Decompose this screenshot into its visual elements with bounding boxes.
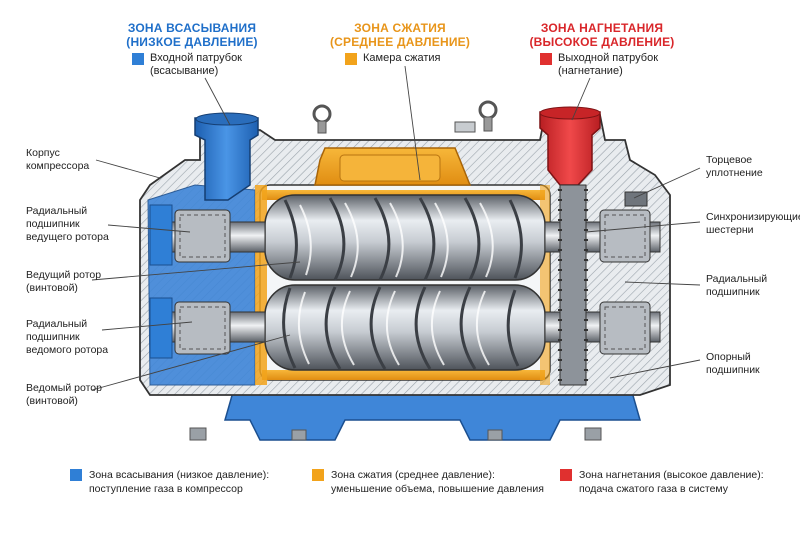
- label-bearing-driven-line3: ведомого ротора: [26, 344, 109, 356]
- lifting-eyes: [312, 100, 498, 134]
- discharge-legend: Выходной патрубок (нагнетание): [540, 52, 658, 78]
- compression-zone-title-line2: (СРЕДНЕЕ ДАВЛЕНИЕ): [329, 35, 471, 49]
- compression-zone-title-line1: ЗОНА СЖАТИЯ: [354, 21, 446, 35]
- discharge-outlet-port: [539, 106, 601, 186]
- compression-zone-title: ЗОНА СЖАТИЯ (СРЕДНЕЕ ДАВЛЕНИЕ): [320, 21, 480, 49]
- suction-zone-title-line2: (НИЗКОЕ ДАВЛЕНИЕ): [126, 35, 258, 49]
- compression-chamber: [314, 147, 472, 186]
- bottom-compression-line2: уменьшение объема, повышение давления: [331, 483, 544, 495]
- label-seal-line1: Торцевое: [706, 154, 753, 166]
- left-bearings: [149, 204, 231, 359]
- label-bearing-driven: Радиальный подшипник ведомого ротора: [26, 318, 108, 357]
- label-thrust-bearing-line2: подшипник: [706, 364, 760, 376]
- bottom-suction-swatch: [70, 469, 82, 481]
- bottom-legend-discharge: Зона нагнетания (высокое давление): пода…: [560, 468, 764, 496]
- label-housing-line1: Корпус: [26, 147, 60, 159]
- driven-rotor: [264, 284, 546, 371]
- right-bearings: [599, 191, 651, 355]
- label-radial-bearing: Радиальный подшипник: [706, 273, 767, 299]
- label-gears-line1: Синхронизирующие: [706, 211, 800, 223]
- leader-lines-top: [204, 65, 591, 181]
- drive-rotor: [264, 194, 546, 281]
- label-bearing-drive-line3: ведущего ротора: [26, 231, 109, 243]
- suction-zone-title-line1: ЗОНА ВСАСЫВАНИЯ: [127, 21, 257, 35]
- label-bearing-drive-line1: Радиальный: [26, 205, 88, 217]
- discharge-zone-title-line1: ЗОНА НАГНЕТАНИЯ: [540, 21, 664, 35]
- suction-legend-line2: (всасывание): [150, 65, 219, 77]
- discharge-swatch: [540, 53, 552, 65]
- label-thrust-bearing: Опорный подшипник: [706, 351, 760, 377]
- label-housing-line2: компрессора: [26, 160, 90, 172]
- label-drive-rotor-line1: Ведущий ротор: [26, 269, 102, 281]
- leader-lines-right: [585, 167, 701, 379]
- discharge-legend-line2: (нагнетание): [558, 65, 623, 77]
- bottom-compression-line1: Зона сжатия (среднее давление):: [331, 469, 495, 481]
- label-bearing-drive-line2: подшипник: [26, 218, 80, 230]
- leader-lines-left: [91, 159, 301, 391]
- compression-legend-line1: Камера сжатия: [363, 52, 441, 64]
- label-radial-bearing-line2: подшипник: [706, 286, 760, 298]
- suction-zone-title: ЗОНА ВСАСЫВАНИЯ (НИЗКОЕ ДАВЛЕНИЕ): [112, 21, 272, 49]
- label-thrust-bearing-line1: Опорный: [706, 351, 751, 363]
- label-drive-rotor: Ведущий ротор (винтовой): [26, 269, 101, 295]
- suction-swatch: [132, 53, 144, 65]
- label-gears: Синхронизирующие шестерни: [706, 211, 800, 237]
- synchronizing-gears: [558, 184, 588, 386]
- label-seal-line2: уплотнение: [706, 167, 763, 179]
- label-driven-rotor-line1: Ведомый ротор: [26, 382, 102, 394]
- bottom-suction-line2: поступление газа в компрессор: [89, 483, 243, 495]
- bottom-discharge-line1: Зона нагнетания (высокое давление):: [579, 469, 764, 481]
- label-radial-bearing-line1: Радиальный: [706, 273, 768, 285]
- label-seal: Торцевое уплотнение: [706, 154, 763, 180]
- bottom-legend-compression: Зона сжатия (среднее давление): уменьшен…: [312, 468, 544, 496]
- label-housing: Корпус компрессора: [26, 147, 89, 173]
- label-driven-rotor-line2: (винтовой): [26, 395, 78, 407]
- compression-legend: Камера сжатия: [345, 52, 441, 65]
- bottom-discharge-swatch: [560, 469, 572, 481]
- base-frame: [189, 384, 641, 441]
- label-drive-rotor-line2: (винтовой): [26, 282, 78, 294]
- bottom-compression-swatch: [312, 469, 324, 481]
- bottom-suction-line1: Зона всасывания (низкое давление):: [89, 469, 270, 481]
- label-gears-line2: шестерни: [706, 224, 754, 236]
- label-bearing-drive: Радиальный подшипник ведущего ротора: [26, 205, 109, 244]
- suction-legend-line1: Входной патрубок: [150, 52, 242, 64]
- bottom-discharge-line2: подача сжатого газа в систему: [579, 483, 729, 495]
- discharge-zone-title: ЗОНА НАГНЕТАНИЯ (ВЫСОКОЕ ДАВЛЕНИЕ): [522, 21, 682, 49]
- discharge-legend-line1: Выходной патрубок: [558, 52, 659, 64]
- discharge-zone-title-line2: (ВЫСОКОЕ ДАВЛЕНИЕ): [529, 35, 675, 49]
- bottom-legend-suction: Зона всасывания (низкое давление): посту…: [70, 468, 269, 496]
- compression-swatch: [345, 53, 357, 65]
- label-bearing-driven-line1: Радиальный: [26, 318, 88, 330]
- label-driven-rotor: Ведомый ротор (винтовой): [26, 382, 102, 408]
- label-bearing-driven-line2: подшипник: [26, 331, 80, 343]
- suction-legend: Входной патрубок (всасывание): [132, 52, 242, 78]
